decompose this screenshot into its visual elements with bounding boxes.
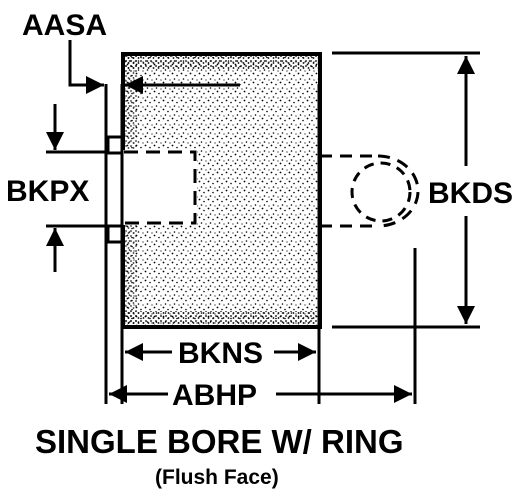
label-bkds: BKDS: [428, 177, 513, 210]
diagram-subtitle: (Flush Face): [155, 466, 279, 489]
ring: [106, 135, 124, 244]
dimension-arrows: [46, 40, 475, 403]
label-abhp: ABHP: [172, 379, 257, 412]
label-bkns: BKNS: [178, 337, 263, 370]
label-bkpx: BKPX: [6, 175, 89, 208]
side-bore-projection: [320, 154, 420, 228]
extension-lines: [46, 51, 480, 404]
label-aasa: AASA: [22, 9, 107, 42]
stone-body: [121, 52, 322, 329]
diagram-title: SINGLE BORE W/ RING: [35, 423, 404, 460]
hidden-bore: [124, 150, 197, 225]
